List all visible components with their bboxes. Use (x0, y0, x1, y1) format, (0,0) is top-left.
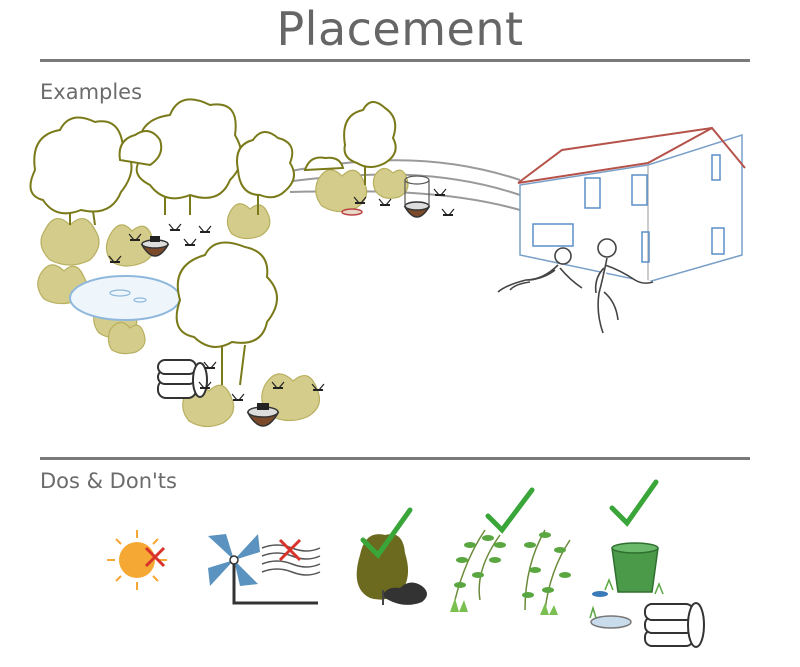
tire-stack-icon (157, 359, 208, 399)
examples-scene (29, 98, 746, 428)
breeding-site-bucket-tires-icon (589, 542, 705, 648)
check-icon (360, 507, 413, 559)
page-title: Placement (276, 2, 524, 56)
check-icon (609, 479, 659, 527)
shady-bush-icon (356, 534, 427, 605)
section-divider (40, 457, 750, 460)
person-icon (497, 238, 654, 334)
cross-icon (278, 538, 302, 562)
windmill-wind-icon (208, 534, 321, 605)
dos-donts-section-label: Dos & Don'ts (40, 469, 177, 493)
dos-donts-row (107, 479, 705, 648)
leafy-plants-icon (450, 529, 571, 615)
pond-icon (69, 275, 181, 321)
examples-section-label: Examples (40, 80, 143, 104)
cross-icon (144, 546, 166, 568)
check-icon (485, 487, 535, 534)
house-icon (517, 126, 746, 283)
title-divider (40, 59, 750, 62)
trap-pot-icon (140, 175, 431, 427)
sun-icon (107, 530, 167, 590)
tree-icon (29, 98, 397, 386)
